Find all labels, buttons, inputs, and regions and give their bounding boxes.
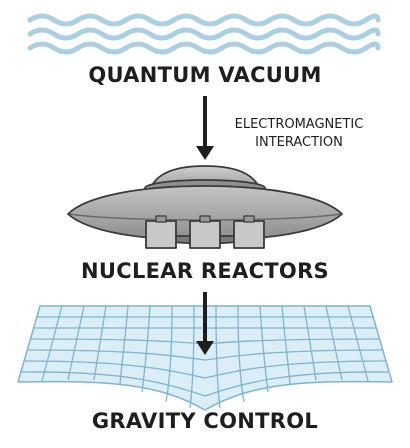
quantum-vacuum-label: QUANTUM VACUUM <box>88 63 322 87</box>
wave-icon <box>27 13 381 55</box>
reactor-module-left <box>145 220 177 249</box>
reactor-module-right <box>233 220 265 249</box>
flying-saucer-icon <box>67 165 343 249</box>
wave-line-3 <box>27 41 381 55</box>
arrow-down-icon <box>196 96 214 160</box>
interaction-label-line1: ELECTROMAGNETIC <box>234 117 364 132</box>
gravity-control-label: GRAVITY CONTROL <box>91 409 319 433</box>
wave-line-1 <box>27 13 381 27</box>
grid-surface <box>16 305 394 411</box>
spacetime-grid-icon <box>16 305 394 411</box>
nuclear-reactors-label: NUCLEAR REACTORS <box>81 259 329 283</box>
interaction-label-line2: INTERACTION <box>255 135 343 150</box>
reactor-connectors <box>155 215 255 223</box>
reactor-module-icon <box>145 220 265 249</box>
arrow-down-icon <box>196 292 214 355</box>
reactor-module-center <box>189 220 221 249</box>
wave-line-2 <box>27 27 381 41</box>
